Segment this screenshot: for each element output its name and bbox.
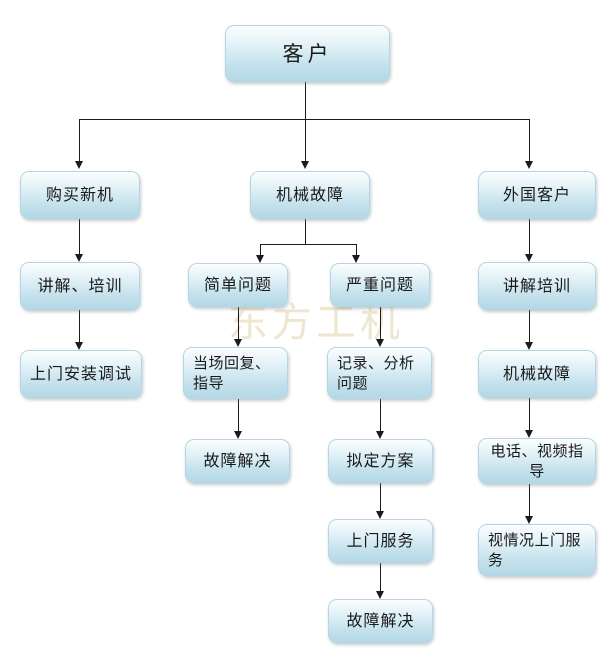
arrowhead-simple-2: [234, 431, 242, 439]
node-explain-training-foreign[interactable]: 讲解培训: [478, 262, 596, 310]
node-foreign-customer[interactable]: 外国客户: [478, 171, 596, 219]
node-onsite-service[interactable]: 上门服务: [328, 519, 433, 563]
arrowhead-serious-3: [376, 511, 384, 519]
node-draft-plan[interactable]: 拟定方案: [328, 439, 433, 483]
connector-foreign-1: [529, 219, 530, 256]
connector-serious-1: [380, 307, 381, 341]
node-label: 购买新机: [45, 185, 114, 204]
arrowhead-foreign-1: [525, 254, 533, 262]
connector-foreign-3: [529, 398, 530, 432]
node-label: 严重问题: [345, 275, 414, 294]
node-onsite-service-if-needed[interactable]: 视情况上门服务: [478, 524, 596, 576]
node-label: 故障解决: [203, 451, 272, 470]
connector-purchase-1: [79, 219, 80, 256]
node-label: 上门安装调试: [30, 364, 133, 383]
node-simple-problem[interactable]: 简单问题: [188, 263, 288, 307]
node-root-customer[interactable]: 客户: [225, 25, 390, 82]
connector-purchase-2: [79, 310, 80, 344]
node-label: 上门服务: [346, 531, 415, 550]
connector-serious-2: [380, 399, 381, 433]
connector-foreign-2: [529, 310, 530, 344]
arrowhead-foreign-4: [525, 516, 533, 524]
node-label: 拟定方案: [346, 451, 415, 470]
arrowhead-root-to-purchase: [75, 161, 83, 169]
node-label: 故障解决: [346, 611, 415, 630]
node-label: 视情况上门服务: [488, 531, 582, 569]
node-fault-resolved-simple[interactable]: 故障解决: [185, 439, 290, 483]
node-onsite-reply-guidance[interactable]: 当场回复、指导: [183, 347, 288, 399]
connector-serious-3: [380, 483, 381, 513]
arrowhead-simple-1: [234, 339, 242, 347]
node-label: 外国客户: [502, 185, 571, 204]
connector-serious-4: [380, 563, 381, 593]
node-label: 简单问题: [203, 275, 272, 294]
node-record-analyze-problem[interactable]: 记录、分析问题: [327, 347, 432, 399]
arrowhead-serious-4: [376, 591, 384, 599]
node-onsite-install-debug[interactable]: 上门安装调试: [20, 350, 142, 398]
connector-simple-1: [238, 307, 239, 341]
connector-fault-bus: [260, 244, 356, 245]
connector-root-bus: [79, 119, 529, 120]
node-label: 讲解培训: [502, 276, 571, 295]
arrowhead-root-to-fault: [301, 161, 309, 169]
arrowhead-serious-2: [376, 431, 384, 439]
arrowhead-fault-to-serious: [352, 255, 360, 263]
node-explain-training[interactable]: 讲解、培训: [20, 262, 140, 310]
node-mechanical-fault-foreign[interactable]: 机械故障: [478, 350, 596, 398]
arrowhead-purchase-1: [75, 254, 83, 262]
node-mechanical-fault[interactable]: 机械故障: [250, 171, 370, 219]
node-fault-resolved-serious[interactable]: 故障解决: [328, 599, 433, 643]
node-label: 机械故障: [275, 185, 344, 204]
connector-fault-to-serious: [356, 244, 357, 259]
arrowhead-foreign-2: [525, 342, 533, 350]
node-label: 记录、分析问题: [337, 354, 415, 392]
arrowhead-fault-to-simple: [256, 255, 264, 263]
node-label: 当场回复、指导: [193, 354, 271, 392]
connector-root-to-fault: [305, 119, 306, 163]
node-label: 讲解、培训: [37, 276, 123, 295]
arrowhead-serious-1: [376, 339, 384, 347]
connector-root-to-purchase: [79, 119, 80, 163]
arrowhead-root-to-foreign: [525, 161, 533, 169]
connector-foreign-4: [529, 484, 530, 518]
node-serious-problem[interactable]: 严重问题: [330, 263, 430, 307]
node-label: 机械故障: [502, 364, 571, 383]
connector-fault-stem: [305, 219, 306, 244]
connector-fault-to-simple: [260, 244, 261, 259]
node-phone-video-guidance[interactable]: 电话、视频指导: [478, 438, 596, 484]
node-label: 客户: [282, 41, 333, 66]
node-label: 电话、视频指导: [490, 442, 584, 480]
arrowhead-purchase-2: [75, 342, 83, 350]
connector-root-to-foreign: [529, 119, 530, 163]
node-purchase-new-machine[interactable]: 购买新机: [20, 171, 140, 219]
arrowhead-foreign-3: [525, 430, 533, 438]
connector-root-stem: [305, 82, 306, 119]
connector-simple-2: [238, 399, 239, 433]
